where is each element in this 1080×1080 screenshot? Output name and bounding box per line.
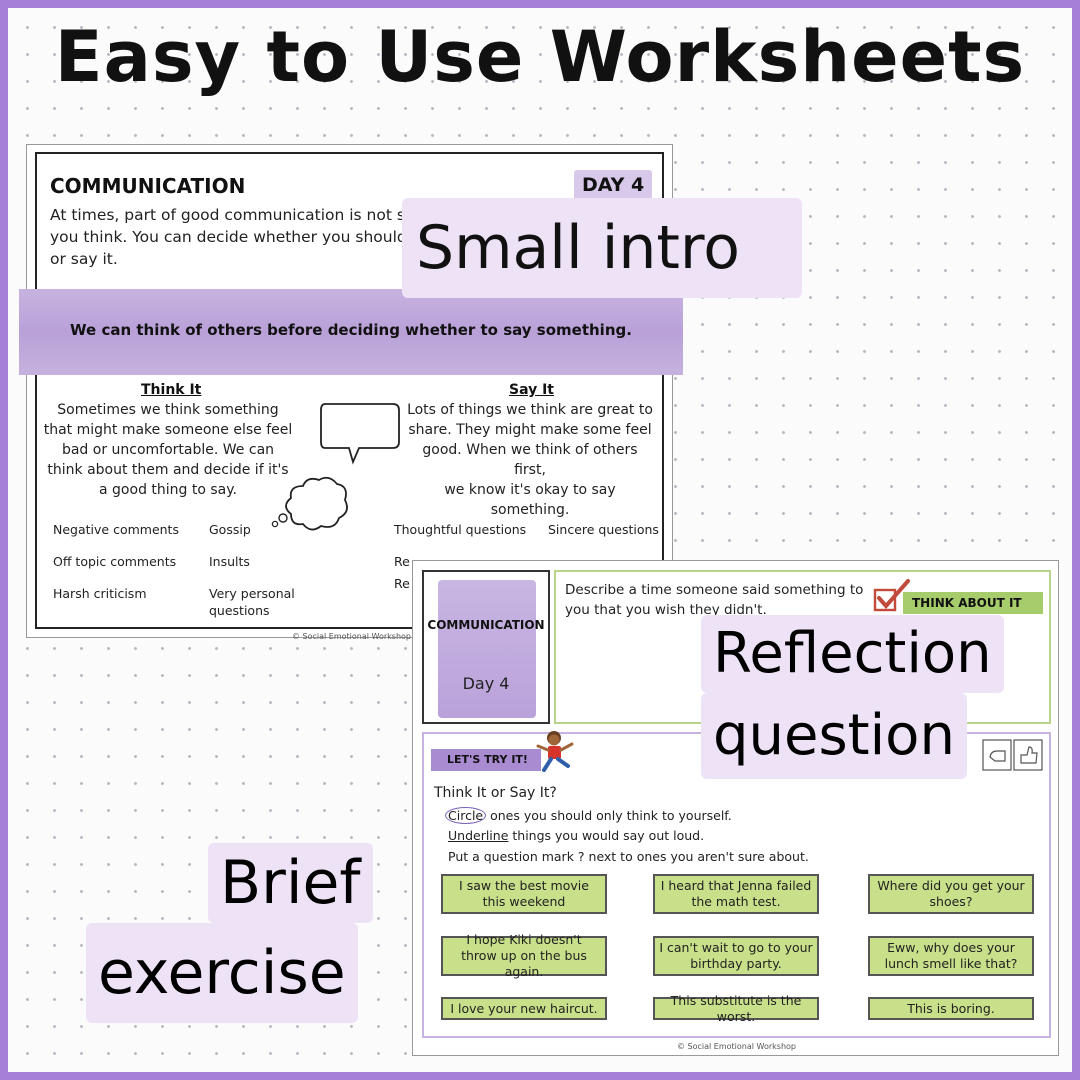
- instruction-text: things you would say out loud.: [508, 828, 705, 843]
- worksheet-title: COMMUNICATION: [50, 174, 246, 198]
- day-card-topic: COMMUNICATION: [427, 618, 545, 632]
- think-item: Harsh criticism: [53, 586, 147, 601]
- callout-reflection-line1: Reflection: [701, 615, 1004, 693]
- day-badge: DAY 4: [574, 170, 653, 200]
- statement-card: I heard that Jenna failed the math test.: [653, 874, 819, 914]
- watercolor-wash: [438, 580, 536, 718]
- key-idea-text: We can think of others before deciding w…: [70, 321, 632, 339]
- question-line: Describe a time someone said something t…: [565, 582, 864, 598]
- think-item: Very personal questions: [209, 586, 295, 618]
- running-kid-icon: [536, 731, 574, 772]
- instruction-question-mark: Put a question mark ? next to ones you a…: [448, 849, 809, 864]
- callout-brief-line2: exercise: [86, 923, 358, 1023]
- statement-card: I love your new haircut.: [441, 997, 607, 1020]
- statement-card: I can't wait to go to your birthday part…: [653, 936, 819, 976]
- text-line: Lots of things we think are great to: [407, 402, 653, 418]
- copyright-text: © Social Emotional Workshop: [292, 632, 412, 641]
- reflection-question: Describe a time someone said something t…: [565, 580, 870, 620]
- speech-bubble-icon: [320, 403, 400, 465]
- think-item: Gossip: [209, 522, 251, 537]
- copyright-text: © Social Emotional Workshop: [677, 1042, 797, 1051]
- say-it-text: Lots of things we think are great to sha…: [405, 400, 655, 520]
- callout-brief-line1: Brief: [208, 843, 373, 923]
- page-headline: Easy to Use Worksheets: [54, 16, 1026, 98]
- worksheet-border: COMMUNICATION DAY 4 At times, part of go…: [19, 152, 683, 641]
- text-line: good. When we think of others first,: [422, 442, 638, 478]
- key-idea-band: We can think of others before deciding w…: [19, 289, 683, 375]
- think-it-text: Sometimes we think something that might …: [43, 400, 293, 500]
- statement-card: I hope Kiki doesn't throw up on the bus …: [441, 932, 607, 979]
- callout-text: Brief: [220, 848, 361, 918]
- underline-word: Underline: [448, 828, 509, 843]
- statement-card: This substitute is the worst.: [653, 993, 819, 1024]
- text-line: bad or uncomfortable. We can: [61, 442, 275, 458]
- think-item: Insults: [209, 554, 250, 569]
- callout-small-intro: Small intro: [402, 198, 802, 298]
- say-item: Re: [394, 576, 410, 591]
- checkbox-check-icon: [873, 579, 910, 612]
- say-item: Thoughtful questions: [394, 522, 527, 537]
- statement-card: Where did you get your shoes?: [868, 874, 1034, 914]
- text-line: share. They might make some feel: [408, 422, 652, 438]
- statement-card: This is boring.: [868, 997, 1034, 1020]
- worksheet-intro-page: COMMUNICATION DAY 4 At times, part of go…: [19, 144, 683, 641]
- text-line: we know it's okay to say: [444, 482, 616, 498]
- text-line: Sometimes we think something: [57, 402, 279, 418]
- say-item: Re: [394, 554, 410, 569]
- say-it-heading: Say It: [509, 382, 555, 398]
- callout-reflection-line2: question: [701, 693, 967, 779]
- intro-line: or say it.: [50, 250, 118, 268]
- callout-text: exercise: [98, 938, 346, 1008]
- text-line: something.: [490, 502, 570, 518]
- thought-bubble-icon: [271, 476, 348, 531]
- intro-line: you think. You can decide whether you sh…: [50, 228, 426, 246]
- intro-line: At times, part of good communication is …: [50, 206, 425, 224]
- instruction-text: ones you should only think to yourself.: [486, 808, 732, 823]
- callout-text: question: [713, 703, 955, 768]
- day-card-day: Day 4: [462, 674, 510, 693]
- think-item: Off topic comments: [53, 554, 177, 569]
- text-line: a good thing to say.: [99, 482, 237, 498]
- exercise-heading: Think It or Say It?: [434, 785, 557, 801]
- reflection-box: Describe a time someone said something t…: [554, 570, 1051, 724]
- circle-word: Circle: [445, 807, 487, 824]
- think-about-it-tab: THINK ABOUT IT: [903, 592, 1043, 614]
- think-item: Negative comments: [53, 522, 179, 537]
- text-line: think about them and decide if it's: [47, 462, 289, 478]
- think-it-heading: Think It: [141, 382, 202, 398]
- day-card: COMMUNICATION Day 4: [422, 570, 550, 724]
- instruction-circle: Circle ones you should only think to you…: [445, 807, 732, 824]
- statement-card: Eww, why does your lunch smell like that…: [868, 936, 1034, 976]
- exercise-box: LET'S TRY IT! Think It or Say It? Circle…: [422, 731, 1051, 1038]
- question-line: you that you wish they didn't.: [565, 602, 767, 618]
- text-line: that might make someone else feel: [43, 422, 293, 438]
- statement-card: I saw the best movie this weekend: [441, 874, 607, 914]
- say-item: Sincere questions: [548, 522, 659, 537]
- instruction-underline: Underline things you would say out loud.: [448, 828, 704, 843]
- callout-text: Reflection: [713, 621, 992, 686]
- intro-paragraph: At times, part of good communication is …: [50, 204, 650, 270]
- thumbs-icons: [982, 739, 1043, 771]
- lets-try-it-tab: LET'S TRY IT!: [431, 749, 541, 771]
